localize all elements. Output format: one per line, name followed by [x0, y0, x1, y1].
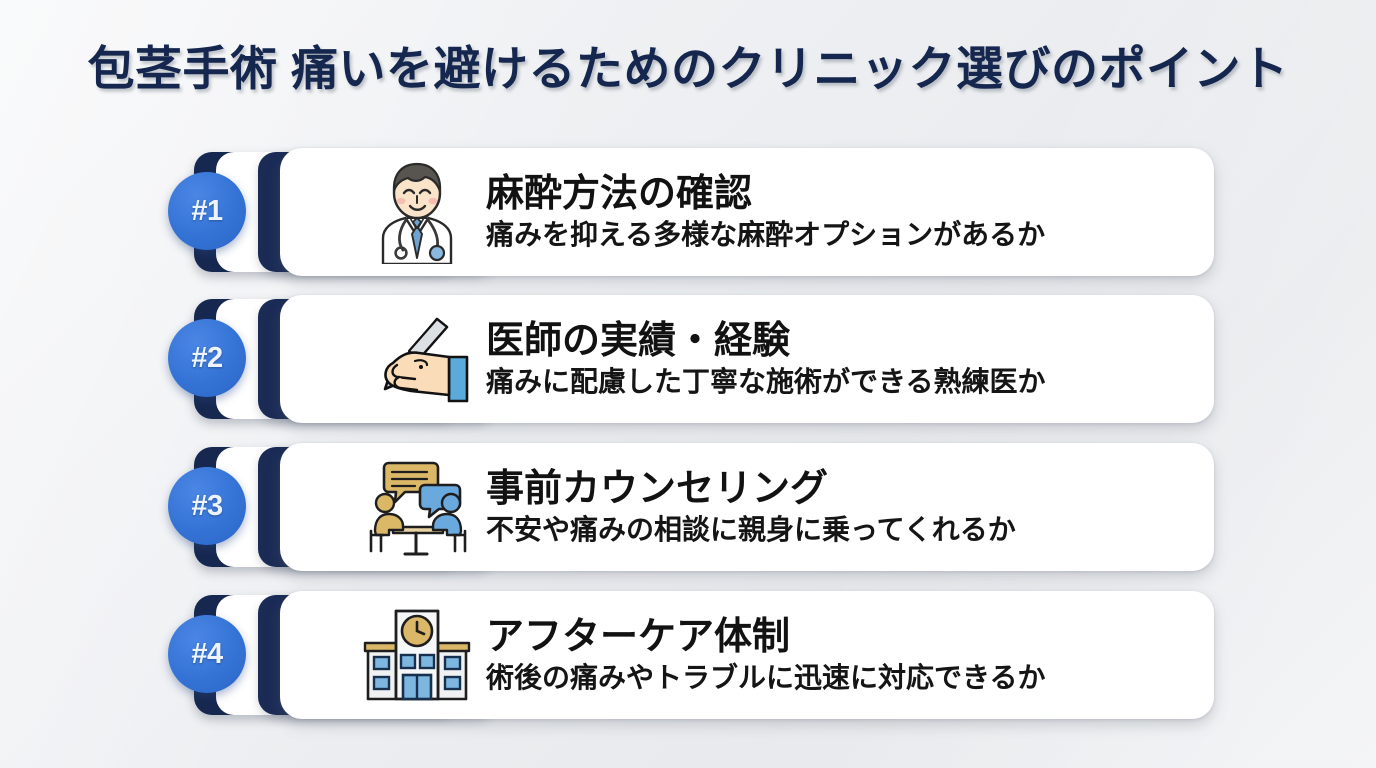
point-card[interactable]: 事前カウンセリング 不安や痛みの相談に親身に乗ってくれるか [280, 443, 1214, 571]
point-row-3: 事前カウンセリング 不安や痛みの相談に親身に乗ってくれるか #3 [168, 443, 1214, 571]
badge-label: #4 [191, 637, 223, 670]
badge-label: #3 [191, 489, 223, 522]
point-card[interactable]: 麻酔方法の確認 痛みを抑える多様な麻酔オプションがあるか [280, 148, 1214, 276]
card-subtitle: 痛みに配慮した丁寧な施術ができる熟練医か [486, 365, 1046, 397]
card-title: 麻酔方法の確認 [486, 172, 753, 215]
card-texts: 事前カウンセリング 不安や痛みの相談に親身に乗ってくれるか [476, 467, 1214, 545]
point-card[interactable]: 医師の実績・経験 痛みに配慮した丁寧な施術ができる熟練医か [280, 295, 1214, 423]
card-title: 事前カウンセリング [486, 467, 829, 510]
counseling-icon [358, 452, 476, 562]
point-card[interactable]: アフターケア体制 術後の痛みやトラブルに迅速に対応できるか [280, 591, 1214, 719]
card-texts: 麻酔方法の確認 痛みを抑える多様な麻酔オプションがあるか [476, 172, 1214, 250]
card-subtitle: 不安や痛みの相談に親身に乗ってくれるか [486, 513, 1016, 545]
point-row-2: 医師の実績・経験 痛みに配慮した丁寧な施術ができる熟練医か #2 [168, 295, 1214, 423]
badge-number: #3 [168, 467, 246, 545]
point-row-1: 麻酔方法の確認 痛みを抑える多様な麻酔オプションがあるか #1 [168, 148, 1214, 276]
point-row-4: アフターケア体制 術後の痛みやトラブルに迅速に対応できるか #4 [168, 591, 1214, 719]
hand-scalpel-icon [358, 304, 476, 414]
page-title: 包茎手術 痛いを避けるためのクリニック選びのポイント [87, 42, 1289, 95]
badge-number: #2 [168, 319, 246, 397]
card-texts: アフターケア体制 術後の痛みやトラブルに迅速に対応できるか [476, 615, 1214, 693]
badge-number: #1 [168, 172, 246, 250]
card-title: 医師の実績・経験 [486, 319, 791, 362]
doctor-icon [358, 157, 476, 267]
badge-number: #4 [168, 615, 246, 693]
card-texts: 医師の実績・経験 痛みに配慮した丁寧な施術ができる熟練医か [476, 319, 1214, 397]
clinic-building-icon [358, 600, 476, 710]
badge-label: #1 [191, 194, 223, 227]
card-subtitle: 術後の痛みやトラブルに迅速に対応できるか [486, 661, 1046, 693]
card-title: アフターケア体制 [486, 615, 791, 658]
badge-label: #2 [191, 341, 223, 374]
card-subtitle: 痛みを抑える多様な麻酔オプションがあるか [486, 218, 1046, 250]
